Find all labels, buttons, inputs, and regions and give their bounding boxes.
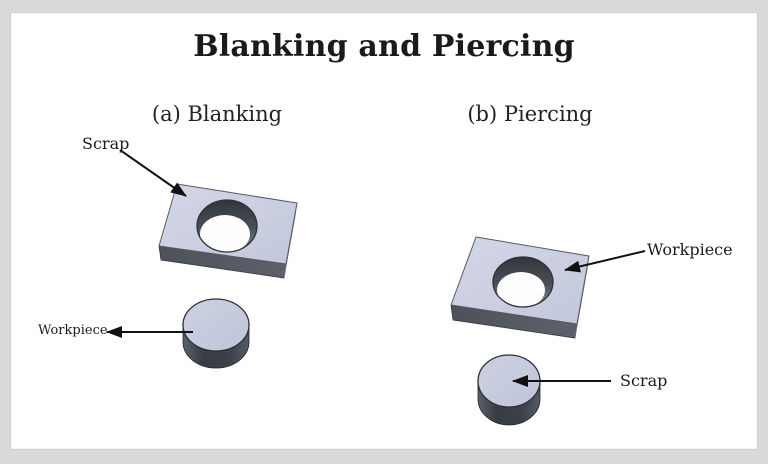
blanking-hole-opening <box>200 215 250 252</box>
blanking-workpiece-disc <box>182 298 250 369</box>
piercing-plate-hole <box>493 257 553 307</box>
piercing-hole-rim <box>492 256 554 308</box>
caption-piercing: (b) Piercing <box>467 102 593 126</box>
caption-blanking: (a) Blanking <box>151 102 283 126</box>
piercing-scrap-disc <box>477 354 541 426</box>
diagram-card <box>10 12 758 450</box>
scrap-arrow-blanking <box>119 149 187 197</box>
label-blanking-scrap: Scrap <box>82 134 130 153</box>
label-blanking-workpiece: Workpiece <box>38 323 108 338</box>
blanking-plate <box>158 183 298 279</box>
piercing-plate <box>450 236 590 339</box>
label-piercing-scrap: Scrap <box>620 371 668 390</box>
workpiece-arrow-piercing <box>564 250 646 273</box>
blanking-disc-top <box>182 298 250 352</box>
blanking-hole-rim <box>196 199 258 253</box>
annotation-arrows <box>106 149 646 387</box>
label-piercing-workpiece: Workpiece <box>647 240 733 259</box>
blanking-plate-hole <box>197 200 257 252</box>
piercing-hole-opening <box>497 272 545 307</box>
diagram-title: Blanking and Piercing <box>193 29 575 64</box>
